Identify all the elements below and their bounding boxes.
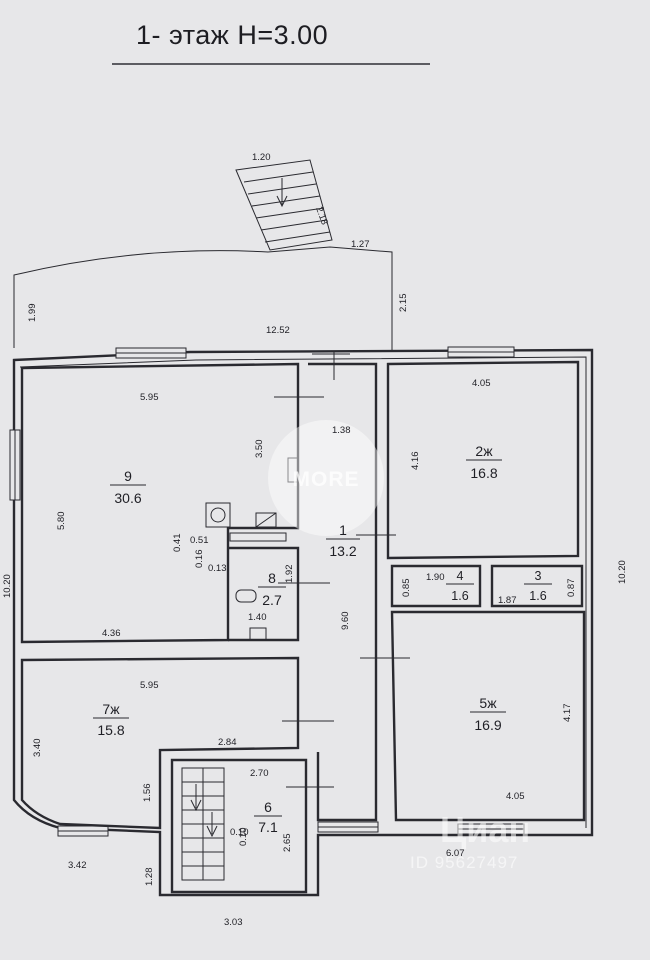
dim-3-50: 3.50	[254, 440, 265, 459]
room-8: 8 2.7	[258, 570, 286, 608]
dim-2-84: 2.84	[218, 737, 237, 748]
room-1-area: 13.2	[329, 543, 356, 559]
dim-0-41: 0.41	[172, 534, 183, 553]
internal-stair	[181, 767, 225, 881]
dim-1-27: 1.27	[351, 239, 370, 250]
room-9-number: 9	[124, 468, 132, 484]
dim-6-07: 6.07	[446, 848, 465, 859]
room-3: 3 1.6	[524, 569, 552, 603]
dim-2-18: 2.18	[313, 205, 330, 226]
dim-0-85: 0.85	[401, 579, 412, 598]
dim-3-42: 3.42	[68, 860, 87, 871]
dim-1-56: 1.56	[142, 784, 153, 803]
dim-1-99: 1.99	[27, 304, 38, 323]
porch-outline	[13, 246, 393, 350]
room-4-area: 1.6	[451, 589, 468, 603]
dim-1-87: 1.87	[498, 595, 517, 606]
room-6: 6 7.1	[254, 799, 282, 835]
dim-1-40: 1.40	[248, 612, 267, 623]
room-3-area: 1.6	[529, 589, 546, 603]
room-2-number: 2ж	[475, 443, 493, 459]
more-watermark-text: MORE	[293, 468, 360, 491]
room-9-area: 30.6	[114, 490, 141, 506]
dim-1-38: 1.38	[332, 425, 351, 436]
room-5-area: 16.9	[474, 717, 501, 733]
room-4-number: 4	[457, 569, 464, 583]
cian-watermark: Циан ID 95627497	[410, 809, 530, 872]
room-2-area: 16.8	[470, 465, 497, 481]
dim-3-40: 3.40	[32, 739, 43, 758]
room-7-area: 15.8	[97, 722, 124, 738]
room-1-number: 1	[339, 522, 347, 538]
more-watermark: MORE	[268, 420, 384, 536]
dim-2-70: 2.70	[250, 768, 269, 779]
floor-title: 1- этаж H=3.00	[136, 20, 329, 50]
room-7: 7ж 15.8	[93, 701, 129, 738]
outer-wall	[12, 348, 594, 897]
dim-3-03: 3.03	[224, 917, 243, 928]
dim-5-80: 5.80	[56, 512, 67, 531]
dim-0-10b: 0.10	[238, 828, 249, 847]
dim-0-13: 0.13	[208, 563, 227, 574]
dim-4-36: 4.36	[102, 628, 121, 639]
dim-2-65: 2.65	[282, 834, 293, 853]
dim-2-15: 2.15	[398, 294, 409, 313]
dim-4-16: 4.16	[410, 452, 421, 471]
dim-0-16: 0.16	[194, 550, 205, 569]
room-5: 5ж 16.9	[470, 695, 506, 733]
dim-4-05-top: 4.05	[472, 378, 491, 389]
dim-1-92: 1.92	[284, 565, 295, 584]
room-3-number: 3	[535, 569, 542, 583]
cian-brand-text: Циан	[440, 809, 530, 850]
dim-10-20-left: 10.20	[2, 574, 13, 598]
room-8-number: 8	[268, 570, 276, 586]
room-2: 2ж 16.8	[466, 443, 502, 481]
dim-5-95-top: 5.95	[140, 392, 159, 403]
room-1: 1 13.2	[326, 522, 360, 559]
dim-1-28: 1.28	[144, 868, 155, 887]
dim-1-20: 1.20	[252, 152, 271, 163]
room-6-area: 7.1	[258, 819, 278, 835]
dim-10-20-right: 10.20	[617, 560, 628, 584]
cian-listing-id: ID 95627497	[410, 853, 518, 872]
external-stair	[235, 159, 333, 251]
windows	[9, 346, 525, 837]
room-4: 4 1.6	[446, 569, 474, 603]
room-8-area: 2.7	[262, 592, 282, 608]
title-underline	[112, 63, 430, 65]
room-7-number: 7ж	[102, 701, 120, 717]
dim-0-10a: 0.10	[230, 827, 249, 838]
dim-0-51: 0.51	[190, 535, 209, 546]
room-9: 9 30.6	[110, 468, 146, 506]
dim-9-60: 9.60	[340, 612, 351, 631]
door-markers	[274, 352, 410, 788]
dim-4-05-bottom: 4.05	[506, 791, 525, 802]
room-6-number: 6	[264, 799, 272, 815]
dim-4-17: 4.17	[562, 704, 573, 723]
fixtures	[205, 457, 299, 641]
dim-1-90: 1.90	[426, 572, 445, 583]
room-5-number: 5ж	[479, 695, 497, 711]
dim-5-95-mid: 5.95	[140, 680, 159, 691]
dim-12-52: 12.52	[266, 325, 290, 336]
dim-0-87: 0.87	[566, 579, 577, 598]
